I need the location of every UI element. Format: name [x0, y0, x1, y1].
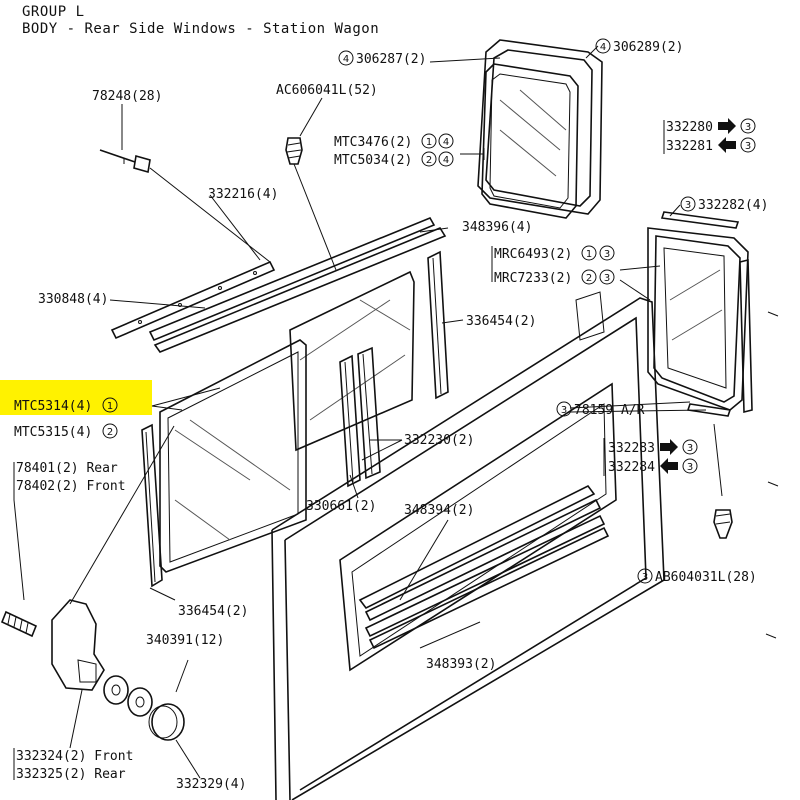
label-348394: 348394(2)	[404, 503, 474, 518]
small-window-seal-306289	[477, 39, 603, 215]
highlight-box	[0, 380, 152, 415]
callout-ref-3: 3	[604, 249, 610, 260]
label-78401: 78401(2) Rear	[16, 461, 118, 476]
callout-ref-4: 4	[443, 155, 449, 166]
label-332216: 332216(4)	[208, 187, 278, 202]
label-332324: 332324(2) Front	[16, 749, 133, 764]
callout-labels: 4 306287(2) 4 306289(2) 78248(28) AC6060…	[14, 38, 768, 792]
latch-body-332324	[51, 425, 175, 691]
label-330848: 330848(4)	[38, 292, 108, 307]
callout-ref-3: 3	[687, 443, 693, 454]
rear-sliding-glass	[289, 270, 415, 452]
lower-channel-348393	[364, 514, 610, 650]
label-330661: 330661(2)	[306, 499, 376, 514]
group-heading: GROUP L	[22, 4, 85, 20]
label-332282: 332282(4)	[698, 198, 768, 213]
label-78159: 78159 A/R	[574, 403, 645, 418]
center-channels-332230	[339, 346, 381, 488]
label-336454-top: 336454(2)	[466, 314, 536, 329]
screw-AB604031L	[713, 423, 733, 539]
label-332230: 332230(2)	[404, 433, 474, 448]
vertical-channel-336454-left	[141, 423, 163, 588]
lower-channel-348394	[358, 484, 602, 622]
arrow-right-icon	[660, 439, 678, 455]
washer-340391	[103, 675, 153, 717]
label-AC606041L: AC606041L(52)	[276, 83, 378, 98]
callout-ref-1: 1	[426, 137, 432, 148]
arrow-left-icon	[718, 137, 736, 153]
rivet-78248	[99, 149, 271, 263]
label-332281: 332281	[666, 139, 713, 154]
vertical-channel-336454-right	[427, 250, 449, 400]
label-78402: 78402(2) Front	[16, 479, 126, 494]
arrow-right-icon	[718, 118, 736, 134]
page-title: BODY - Rear Side Windows - Station Wagon	[22, 21, 380, 37]
callout-ref-3: 3	[604, 273, 610, 284]
callout-ref-4: 4	[343, 54, 349, 65]
label-306289: 306289(2)	[613, 40, 683, 55]
callout-ref-4: 4	[600, 42, 606, 53]
label-MTC5314: MTC5314(4)	[14, 399, 92, 414]
quarter-window-332282	[647, 227, 749, 411]
callout-ref-3: 3	[561, 405, 567, 416]
callout-ref-3: 3	[685, 200, 691, 211]
label-MTC5034: MTC5034(2)	[334, 153, 412, 168]
callout-ref-3: 3	[745, 122, 751, 133]
callout-ref-3: 3	[745, 141, 751, 152]
callout-ref-4: 4	[443, 137, 449, 148]
callout-ref-3: 3	[687, 462, 693, 473]
front-sliding-glass-MTC5314	[159, 339, 307, 573]
label-348396: 348396(4)	[462, 220, 532, 235]
quarter-seal-strips	[660, 211, 753, 417]
latch-screw-78401	[0, 610, 38, 638]
leader-lines	[13, 45, 707, 780]
label-332329: 332329(4)	[176, 777, 246, 792]
label-MRC7233: MRC7233(2)	[494, 271, 572, 286]
callout-ref-2: 2	[586, 273, 592, 284]
knob-332329	[148, 703, 185, 741]
label-332280: 332280	[666, 120, 713, 135]
label-340391: 340391(12)	[146, 633, 224, 648]
callout-ref-1: 1	[107, 401, 113, 412]
label-332325: 332325(2) Rear	[16, 767, 126, 782]
label-MTC3476: MTC3476(2)	[334, 135, 412, 150]
window-frame-body	[271, 291, 665, 800]
callout-ref-3: 3	[642, 572, 648, 583]
label-332284: 332284	[608, 460, 655, 475]
callout-ref-2: 2	[107, 427, 113, 438]
callout-ref-2: 2	[426, 155, 432, 166]
callout-ref-1: 1	[586, 249, 592, 260]
small-window-glass-MTC3476	[481, 63, 579, 219]
label-78248: 78248(28)	[92, 89, 162, 104]
label-336454-bottom: 336454(2)	[178, 604, 248, 619]
label-MRC6493: MRC6493(2)	[494, 247, 572, 262]
label-332283: 332283	[608, 441, 655, 456]
label-306287: 306287(2)	[356, 52, 426, 67]
label-AB604031L: AB604031L(28)	[655, 570, 757, 585]
label-348393: 348393(2)	[426, 657, 496, 672]
retainer-strip-330848	[110, 260, 276, 340]
upper-channel-332216	[148, 216, 447, 353]
label-MTC5315: MTC5315(4)	[14, 425, 92, 440]
screw-AC606041L	[285, 137, 337, 271]
arrow-left-icon	[660, 458, 678, 474]
